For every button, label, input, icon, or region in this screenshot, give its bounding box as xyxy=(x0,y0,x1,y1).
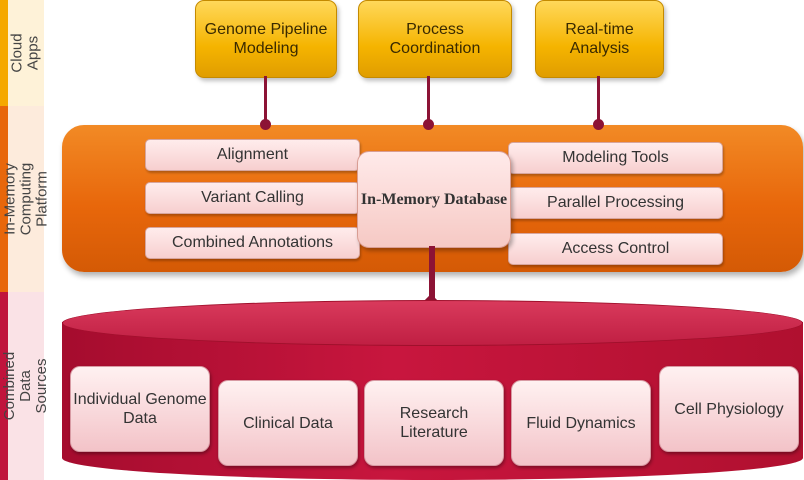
connector-dot xyxy=(593,119,604,130)
connector-line xyxy=(597,76,600,124)
app-process-coordination[interactable]: Process Coordination xyxy=(358,0,512,78)
source-clinical-data[interactable]: Clinical Data xyxy=(218,380,358,466)
platform-bar xyxy=(0,106,8,292)
connector-dot xyxy=(423,119,434,130)
data-sources-cylinder-top xyxy=(62,300,803,346)
platform-layer: In-Memory Computing Platform xyxy=(0,106,50,292)
app-genome-pipeline-modeling[interactable]: Genome Pipeline Modeling xyxy=(195,0,337,78)
connector-line xyxy=(264,76,267,124)
connector-dot xyxy=(260,119,271,130)
data-sources-layer: Combined Data Sources xyxy=(0,292,50,480)
tool-combined-annotations[interactable]: Combined Annotations xyxy=(145,227,360,259)
source-research-literature[interactable]: Research Literature xyxy=(364,380,504,466)
app-real-time-analysis[interactable]: Real-time Analysis xyxy=(535,0,664,78)
source-individual-genome-data[interactable]: Individual Genome Data xyxy=(70,366,210,452)
source-cell-physiology[interactable]: Cell Physiology xyxy=(659,366,799,452)
database-connector-line xyxy=(429,246,435,300)
data-sources-bar xyxy=(0,292,8,480)
tool-access-control[interactable]: Access Control xyxy=(508,233,723,265)
cloud-apps-bar xyxy=(0,0,8,106)
connector-line xyxy=(427,76,430,124)
platform-layer-label: In-Memory Computing Platform xyxy=(1,162,51,236)
source-fluid-dynamics[interactable]: Fluid Dynamics xyxy=(511,380,651,466)
tool-modeling-tools[interactable]: Modeling Tools xyxy=(508,142,723,174)
data-sources-layer-label: Combined Data Sources xyxy=(1,351,50,421)
tool-variant-calling[interactable]: Variant Calling xyxy=(145,182,360,214)
tool-parallel-processing[interactable]: Parallel Processing xyxy=(508,187,723,219)
cloud-apps-label: Cloud Apps xyxy=(9,33,43,73)
in-memory-database[interactable]: In-Memory Database xyxy=(357,151,511,248)
cloud-apps-layer: Cloud Apps xyxy=(0,0,44,106)
tool-alignment[interactable]: Alignment xyxy=(145,139,360,171)
